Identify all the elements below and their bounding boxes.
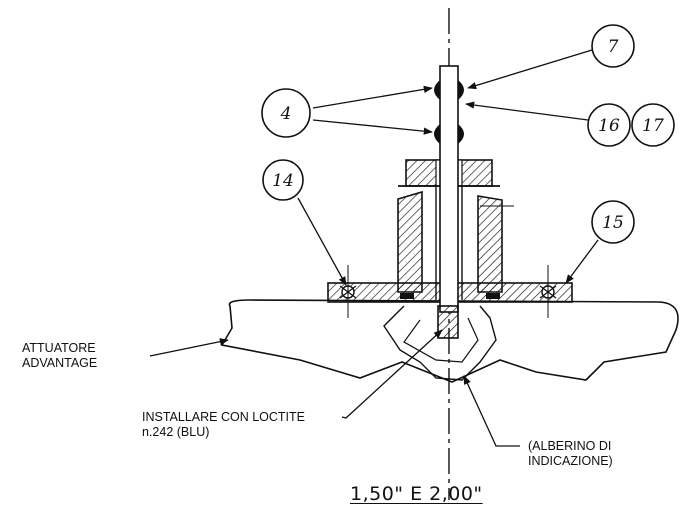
svg-text:15: 15 [602, 213, 624, 233]
leader-shaft [463, 375, 520, 447]
set-screw [437, 305, 459, 339]
actuator-body [220, 299, 679, 383]
leader-16-17 [465, 101, 589, 121]
leader-loctite [341, 329, 443, 419]
housing-left [397, 190, 423, 293]
actuator-label-line1: ATTUATORE [22, 341, 96, 355]
svg-text:7: 7 [608, 37, 619, 57]
leader-4-upper [312, 85, 433, 109]
callout-16: 16 [587, 103, 631, 147]
o-ring-upper [434, 80, 464, 100]
svg-text:16: 16 [598, 116, 620, 136]
bolt-right [539, 265, 557, 318]
loctite-label-line1: INSTALLARE CON LOCTITE [142, 410, 305, 424]
actuator-label: ATTUATORE ADVANTAGE [22, 341, 97, 371]
callout-4: 4 [261, 88, 311, 138]
svg-text:4: 4 [280, 104, 292, 124]
shaft-label-line1: (ALBERINO DI [528, 439, 612, 453]
leader-actuator [149, 338, 229, 357]
callout-7: 7 [591, 24, 635, 68]
actuator-boss [383, 305, 497, 381]
housing-right [477, 195, 503, 293]
actuator-label-line2: ADVANTAGE [22, 356, 98, 370]
indicator-shaft [439, 65, 459, 313]
loctite-label: INSTALLARE CON LOCTITE n.242 (BLU) [142, 410, 305, 440]
leader-14 [297, 197, 347, 286]
size-caption: 1,50" E 2,00" [350, 483, 483, 505]
leader-4-lower [312, 119, 433, 135]
svg-text:14: 14 [272, 171, 294, 191]
svg-text:17: 17 [642, 116, 664, 136]
callout-15: 15 [591, 200, 635, 244]
o-ring-lower [434, 124, 464, 144]
callout-14: 14 [262, 159, 304, 201]
shaft-label-line2: INDICAZIONE) [528, 454, 613, 468]
loctite-label-line2: n.242 (BLU) [142, 425, 210, 439]
leader-7 [467, 49, 593, 90]
callout-17: 17 [631, 103, 675, 147]
bolt-left [339, 265, 357, 318]
leader-15 [565, 239, 599, 284]
shaft-label: (ALBERINO DI INDICAZIONE) [528, 439, 613, 469]
